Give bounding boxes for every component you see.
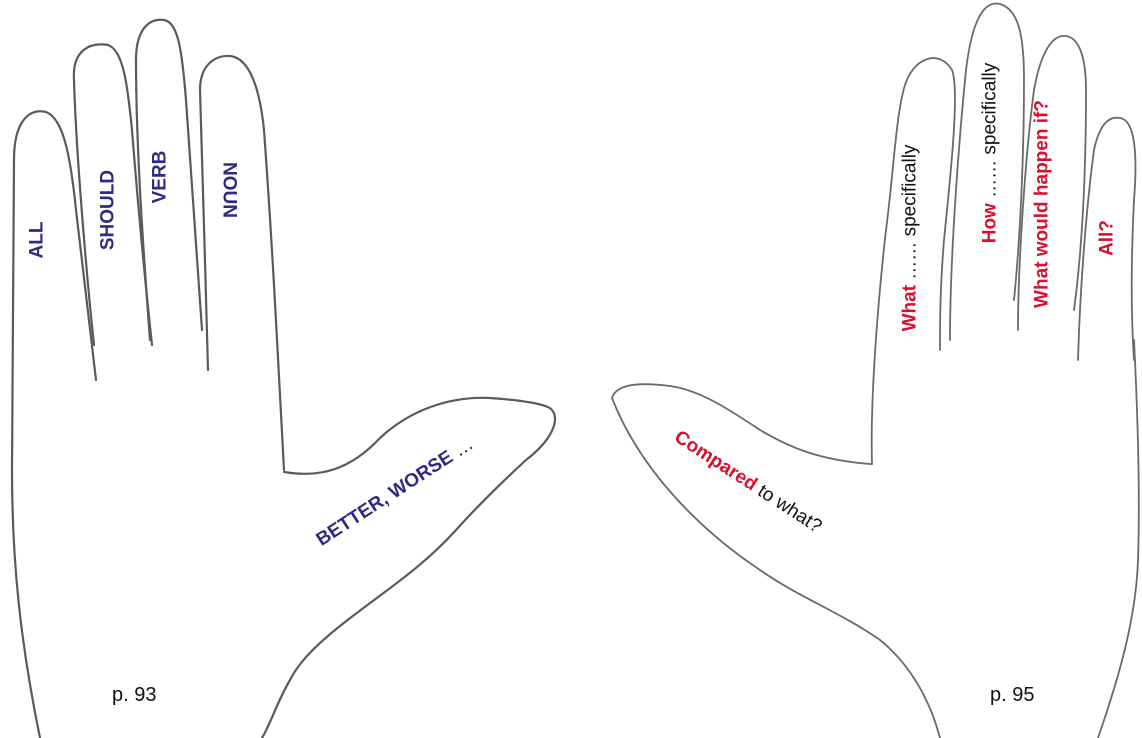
right-hand-middle-finger <box>949 2 1025 341</box>
left-hand-little-finger <box>12 110 98 382</box>
what-rest-text: …… specifically <box>899 144 921 285</box>
page-number-left: p. 93 <box>112 684 157 706</box>
left-hand-outline <box>10 18 557 738</box>
left-hand-middle-finger <box>134 18 204 342</box>
left-hand-ring-finger <box>72 43 154 347</box>
left-hand-palm-side <box>10 158 42 738</box>
what-red-text: What <box>899 284 921 332</box>
left-hand-index-finger <box>198 54 286 472</box>
label-all: ALL <box>26 221 48 259</box>
right-hand-little-finger <box>1077 116 1137 361</box>
right-hand-palm-side <box>1097 339 1140 738</box>
label-how-specifically: How …… specifically <box>979 62 1001 244</box>
label-what-specifically: What …… specifically <box>899 144 921 332</box>
label-noun: NOUN <box>218 162 240 218</box>
right-hand-outline <box>611 2 1140 738</box>
right-hand-index-finger <box>870 57 956 465</box>
label-all-question: All? <box>1096 220 1118 256</box>
right-hand-thumb <box>611 383 873 465</box>
right-hand-thumb-lower <box>611 397 941 738</box>
label-what-would-happen-if: What would happen if? <box>1031 100 1053 308</box>
page-number-right: p. 95 <box>990 684 1035 706</box>
left-hand-thumb <box>260 396 557 738</box>
how-rest-text: …… specifically <box>979 62 1001 204</box>
label-should: SHOULD <box>97 169 119 251</box>
label-verb: VERB <box>149 150 171 204</box>
right-hand-ring-finger <box>1017 35 1087 331</box>
how-red-text: How <box>979 203 1001 244</box>
